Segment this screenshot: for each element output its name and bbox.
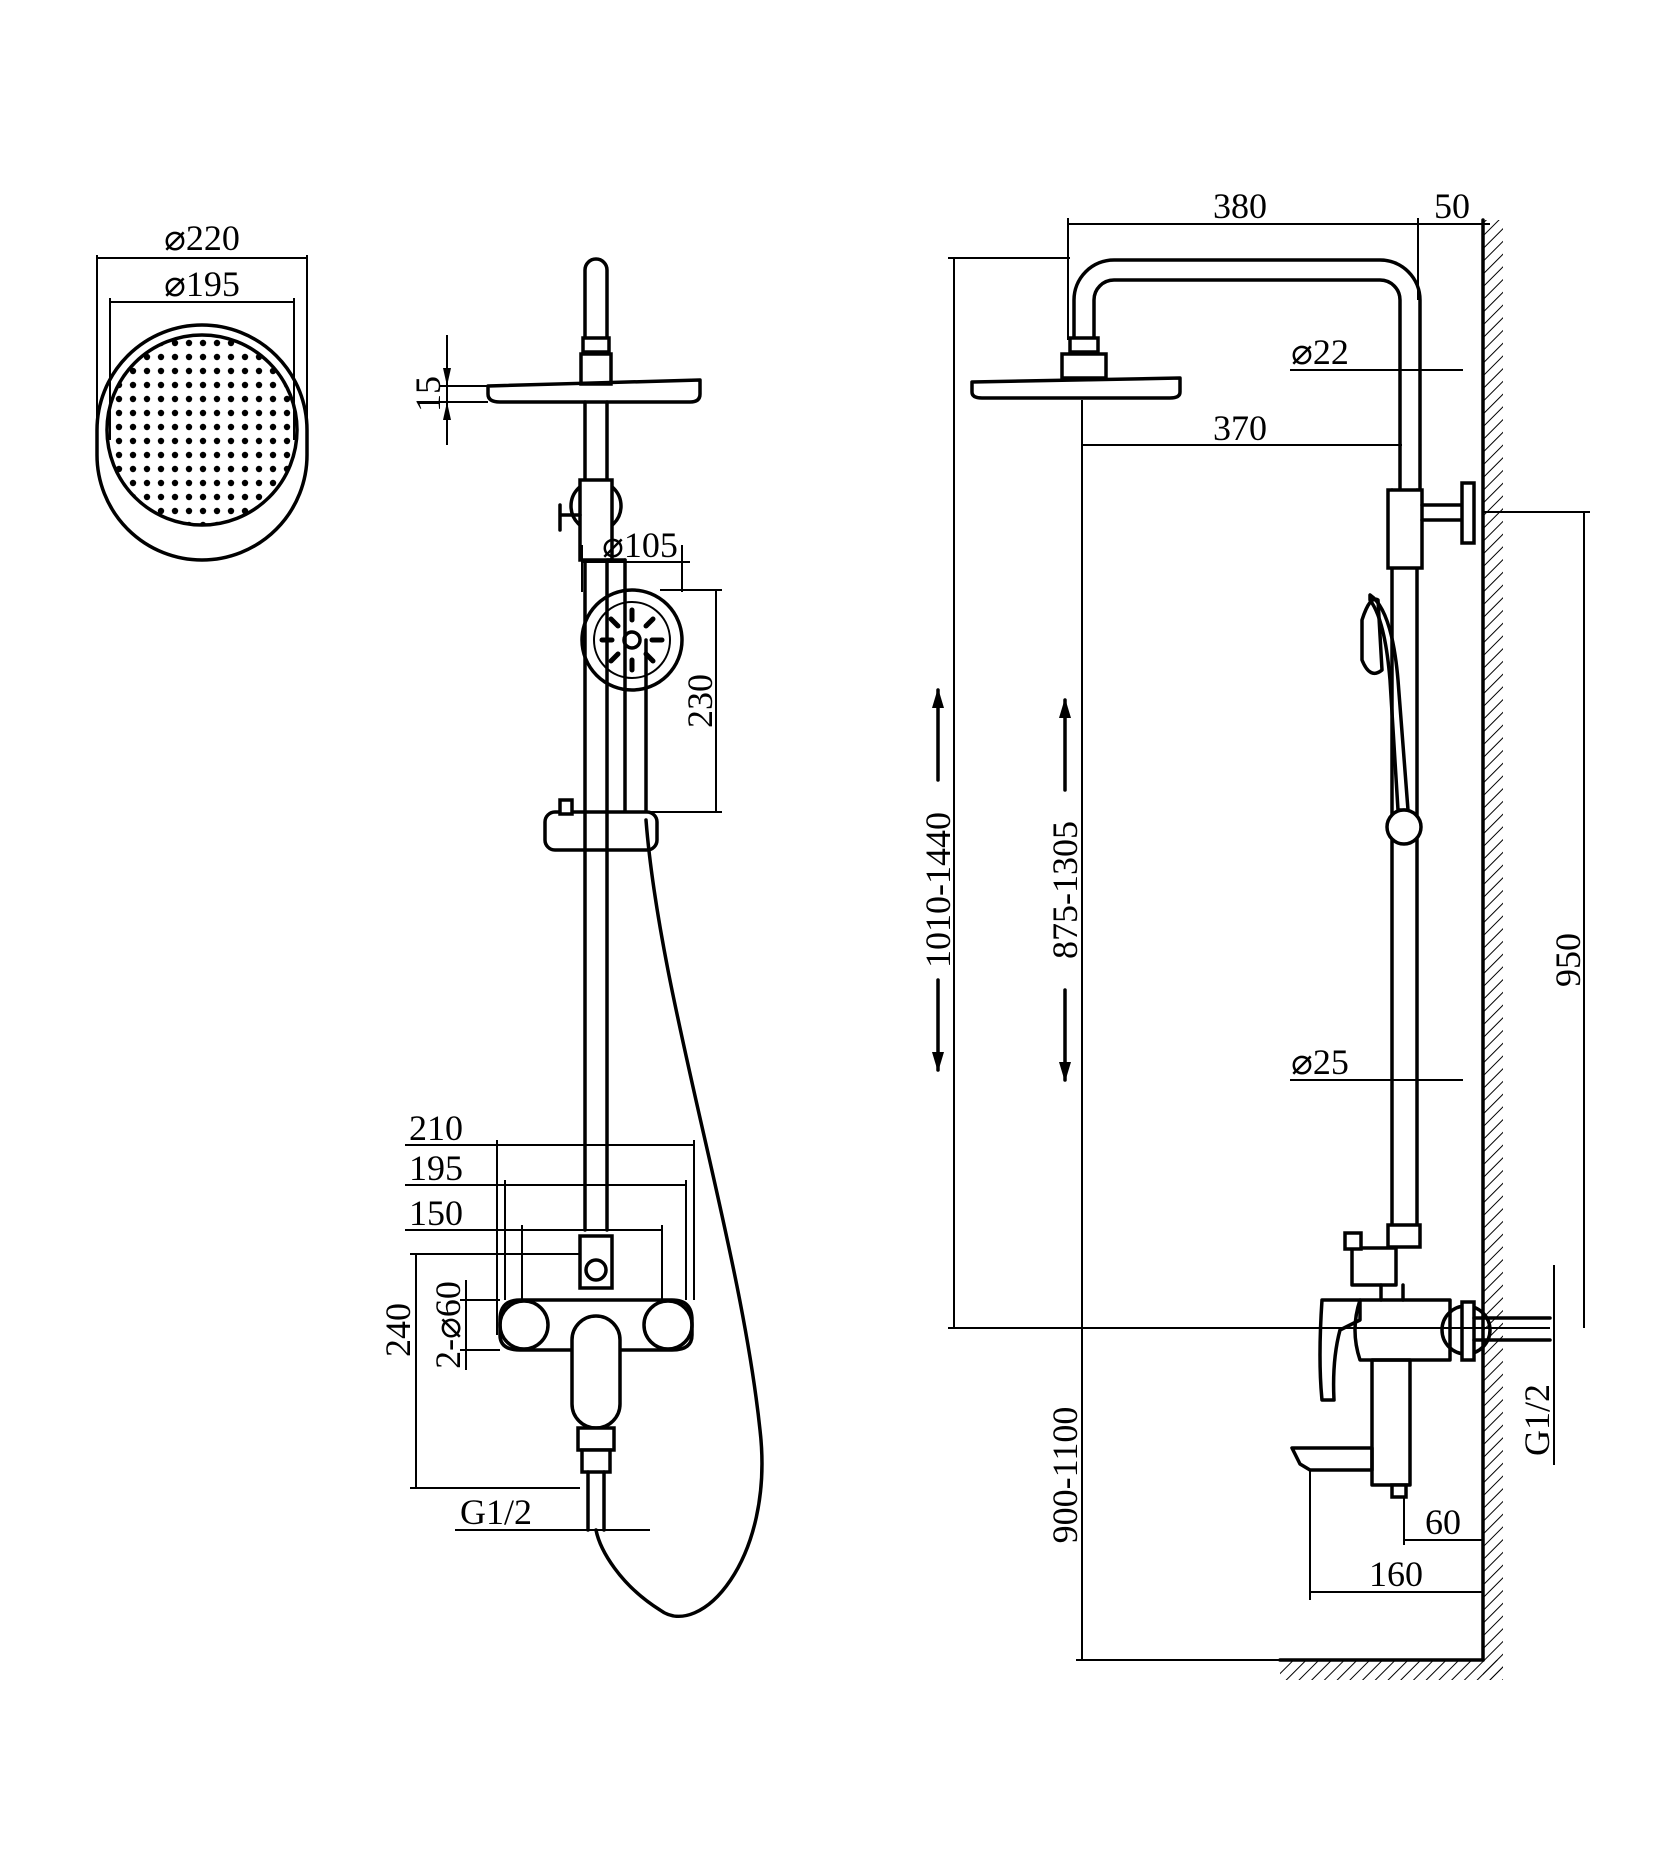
riser-nut — [1386, 1223, 1422, 1249]
shower-arm-inner — [1092, 278, 1402, 492]
dim-g12-front: G1/2 — [455, 1492, 650, 1532]
hand-shower-head — [580, 588, 684, 692]
bracket-screw — [558, 798, 574, 816]
arm-connector — [1068, 336, 1100, 354]
hand-shower-side — [1368, 593, 1410, 812]
dim-d195: ⌀195 — [109, 264, 295, 440]
diverter-lever — [558, 503, 582, 532]
diverter-body — [578, 478, 614, 562]
dim-label-d220: ⌀220 — [164, 218, 240, 258]
dim-50: 50 — [1418, 186, 1490, 226]
mixer-body-side — [1353, 1298, 1452, 1362]
dim-label-15: 15 — [408, 376, 448, 412]
dim-label-g12-front: G1/2 — [460, 1492, 532, 1532]
dim-g12-side: G1/2 — [1517, 1265, 1557, 1465]
dim-d105: ⌀105 — [581, 525, 690, 592]
wall-hatching — [1483, 220, 1503, 1680]
dim-60: 60 — [1403, 1497, 1483, 1545]
dim-900-1100: 900-1100 — [1045, 1328, 1280, 1661]
upper-wall-bracket — [1386, 488, 1424, 570]
dim-label-150: 150 — [409, 1193, 463, 1233]
outlet-thread — [580, 1448, 612, 1474]
dim-230: 230 — [650, 589, 722, 813]
lower-wall-flange — [1460, 1300, 1476, 1362]
rain-head-side — [970, 376, 1182, 400]
front-view: 15 ⌀105 230 210 195 — [378, 257, 764, 1618]
spout-front — [570, 1314, 622, 1430]
dim-label-d22: ⌀22 — [1291, 332, 1349, 372]
dim-240: 240 — [378, 1253, 580, 1489]
dim-d22: ⌀22 — [1290, 332, 1463, 372]
dim-d220: ⌀220 — [96, 218, 308, 440]
dim-2-d60: 2-⌀60 — [428, 1280, 500, 1370]
diverter-side — [1350, 1246, 1398, 1287]
upper-wall-flange — [1460, 481, 1476, 545]
dim-label-60: 60 — [1425, 1502, 1461, 1542]
dim-label-d105: ⌀105 — [602, 525, 678, 565]
dim-950: 950 — [1484, 511, 1590, 1328]
shower-arm-outer — [1072, 258, 1422, 492]
dim-150: 150 — [405, 1193, 663, 1300]
mixer-body — [498, 1298, 694, 1352]
column-connector — [581, 336, 611, 354]
dim-label-195: 195 — [409, 1148, 463, 1188]
rain-head-ball-joint — [1060, 352, 1108, 380]
top-view: ⌀220 ⌀195 — [95, 218, 309, 562]
dim-15: 15 — [408, 335, 488, 445]
rain-head-outline — [95, 323, 309, 562]
sliding-bracket — [543, 810, 659, 852]
rain-head-plan — [95, 323, 309, 562]
slide-bracket-side — [1385, 808, 1423, 846]
dim-label-240: 240 — [378, 1303, 418, 1357]
dim-label-950: 950 — [1548, 933, 1588, 987]
dim-d25: ⌀25 — [1290, 1042, 1463, 1082]
inlet-right — [642, 1299, 694, 1351]
dim-210: 210 — [405, 1108, 695, 1335]
rain-head-joint — [579, 352, 613, 386]
dim-label-2-d60: 2-⌀60 — [428, 1281, 468, 1369]
hand-shower-face — [1360, 597, 1384, 676]
dim-875-1305: 875-1305 — [1045, 400, 1085, 1328]
dim-370: 370 — [1082, 408, 1402, 448]
dim-label-d25: ⌀25 — [1291, 1042, 1349, 1082]
dim-label-875-1305: 875-1305 — [1045, 821, 1085, 959]
dim-195: 195 — [405, 1148, 687, 1300]
spout-nut — [576, 1426, 616, 1452]
side-view: 380 50 ⌀22 370 1010-1440 — [918, 186, 1590, 1680]
dim-label-900-1100: 900-1100 — [1045, 1407, 1085, 1544]
nozzle-dots — [107, 335, 297, 525]
dim-label-50: 50 — [1434, 186, 1470, 226]
mixer-diverter — [578, 1234, 614, 1290]
dim-label-230: 230 — [680, 674, 720, 728]
dim-label-g12-side: G1/2 — [1517, 1384, 1557, 1456]
spout-plug — [1390, 1483, 1408, 1499]
diverter-knob-side — [1343, 1231, 1363, 1251]
shower-hose — [594, 818, 764, 1618]
dim-1010-1440: 1010-1440 — [918, 257, 1550, 1329]
dim-160: 160 — [1309, 1470, 1483, 1600]
mixer-lever-side — [1318, 1298, 1362, 1402]
floor-hatching — [1280, 1660, 1503, 1680]
dim-label-380: 380 — [1213, 186, 1267, 226]
rain-head-front — [486, 378, 702, 404]
column-top-cap — [583, 257, 609, 340]
dim-label-160: 160 — [1369, 1554, 1423, 1594]
dim-label-370: 370 — [1213, 408, 1267, 448]
spout-side — [1290, 1446, 1374, 1472]
dim-label-d195: ⌀195 — [164, 264, 240, 304]
dim-380: 380 — [1067, 186, 1419, 340]
dim-label-1010-1440: 1010-1440 — [918, 812, 958, 968]
spout-column-side — [1370, 1358, 1412, 1487]
inlet-left — [498, 1299, 550, 1351]
dim-label-210: 210 — [409, 1108, 463, 1148]
